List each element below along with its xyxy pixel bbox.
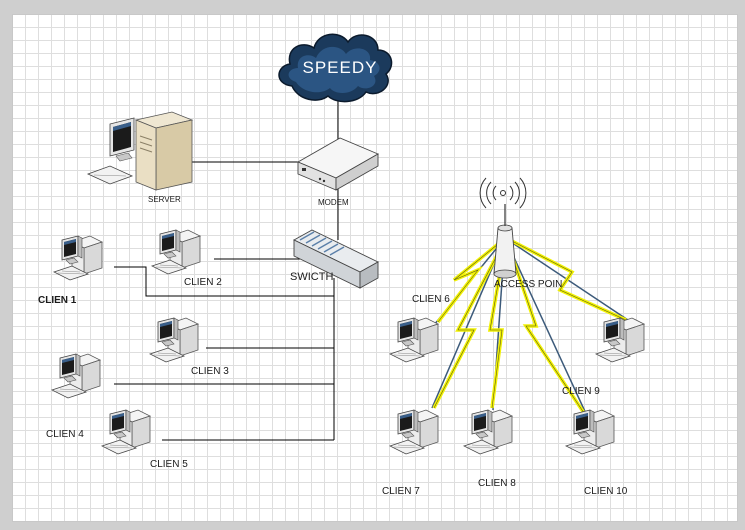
client-8-computer-icon [463,409,513,455]
cloud-label: SPEEDY [302,58,378,77]
client-7-computer-icon [389,409,439,455]
client-3-label: CLIEN 3 [191,366,229,377]
client-3-computer-icon [149,317,199,363]
client-4-label: CLIEN 4 [46,429,84,440]
client-10-computer-icon [565,409,615,455]
client-9-label: CLIEN 9 [562,386,600,397]
client-6-computer-icon [389,317,439,363]
client-5-computer-icon [101,409,151,455]
server-label: SERVER [148,195,181,204]
modem-label: MODEM [318,198,349,207]
switch-label: SWICTH [290,271,334,283]
client-1-computer-icon [53,235,103,281]
access-point-label: ACCESS POIN [494,279,563,290]
wifi-signal-icon [479,177,527,209]
client-5-label: CLIEN 5 [150,459,188,470]
switch-icon [293,229,379,289]
wireless-beams [431,237,629,419]
client-9-computer-icon [595,317,645,363]
modem-icon [296,137,380,191]
cloud-icon [278,33,393,103]
client-10-label: CLIEN 10 [584,486,628,497]
client-6-label: CLIEN 6 [412,294,450,305]
client-2-computer-icon [151,229,201,275]
client-2-label: CLIEN 2 [184,277,222,288]
server-icon [86,111,194,191]
client-7-label: CLIEN 7 [382,486,420,497]
client1-switch-line [114,266,334,297]
client-1-label: CLIEN 1 [38,295,77,306]
client-8-label: CLIEN 8 [478,478,516,489]
access-point-icon [493,204,517,279]
wired-links [114,92,339,441]
client-4-computer-icon [51,353,101,399]
